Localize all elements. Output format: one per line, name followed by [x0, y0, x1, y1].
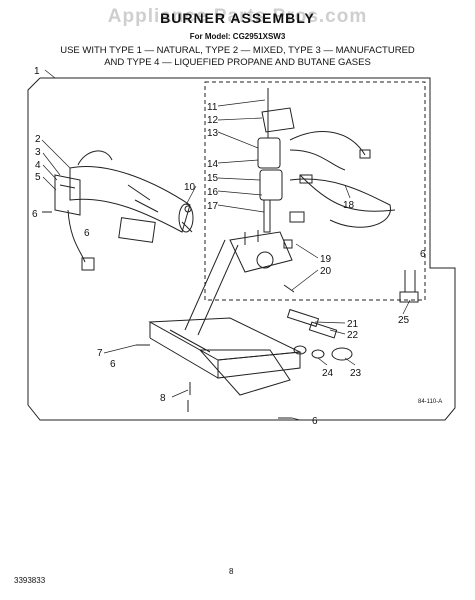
igniter-wire [67, 209, 86, 263]
callout-16: 16 [207, 187, 219, 198]
callout-13: 13 [207, 128, 219, 139]
page-number: 8 [229, 567, 234, 576]
wire-harness [289, 131, 396, 228]
callout-15: 15 [207, 173, 219, 184]
assembly-outline [27, 77, 456, 421]
callout-5: 5 [35, 172, 41, 183]
callout-24: 24 [322, 368, 334, 379]
callout-3: 3 [35, 147, 41, 158]
usage-note-line-2: AND TYPE 4 — LIQUEFIED PROPANE AND BUTAN… [104, 57, 371, 68]
callout-17: 17 [207, 201, 219, 212]
orifice-tube-2 [308, 321, 338, 339]
valve-subassembly-box [204, 81, 426, 301]
callout-6-e: 6 [420, 249, 426, 260]
callout-6-d: 6 [312, 416, 318, 427]
callout-21: 21 [347, 319, 359, 330]
gas-valve [229, 88, 295, 273]
callout-1: 1 [34, 66, 40, 77]
callout-6-c: 6 [110, 359, 116, 370]
document-number: 3393833 [14, 576, 46, 585]
model-line: For Model: CG2951XSW3 [189, 32, 286, 41]
callout-19: 19 [320, 254, 332, 265]
callout-23: 23 [350, 368, 362, 379]
callout-6-b: 6 [84, 228, 90, 239]
callout-7: 7 [97, 348, 103, 359]
burner-clip [399, 291, 419, 303]
orifice-cap [293, 345, 307, 355]
callout-2: 2 [35, 134, 41, 145]
diagram-code: 84-110-A [418, 399, 443, 405]
burner-tube [69, 150, 194, 233]
usage-note-line-1: USE WITH TYPE 1 — NATURAL, TYPE 2 — MIXE… [60, 45, 415, 56]
callout-8: 8 [160, 393, 166, 404]
callout-18: 18 [343, 200, 355, 211]
igniter-bracket [54, 174, 156, 243]
callout-4: 4 [35, 160, 41, 171]
callout-10: 10 [184, 182, 196, 193]
callout-20: 20 [320, 266, 332, 277]
diagram-title: BURNER ASSEMBLY [160, 10, 315, 26]
igniter-plug [81, 257, 95, 271]
callout-6-a: 6 [32, 209, 38, 220]
callout-12: 12 [207, 115, 219, 126]
callout-25: 25 [398, 315, 410, 326]
callout-22: 22 [347, 330, 359, 341]
callout-14: 14 [207, 159, 219, 170]
mounting-bracket [148, 317, 302, 396]
watermark: Appliance Parts Pros.com [107, 6, 368, 27]
callout-11: 11 [207, 102, 218, 113]
orifice-tube [286, 308, 320, 328]
